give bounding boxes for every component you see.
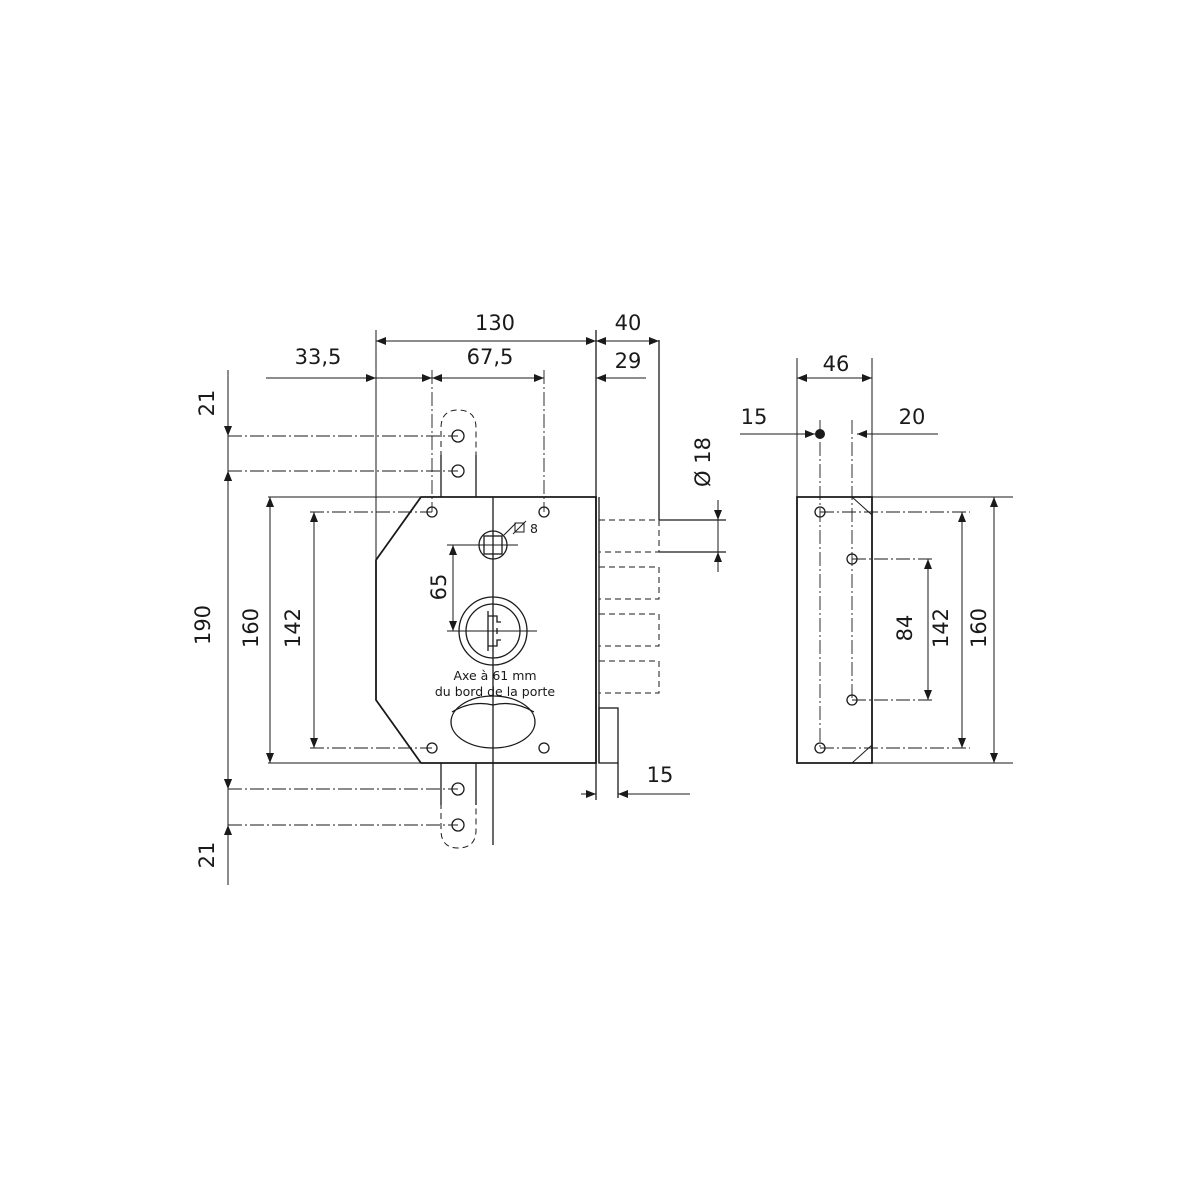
dim-side-160: 160	[967, 608, 991, 648]
dim-bolt-diameter: Ø 18	[691, 437, 715, 487]
top-tab-dashed	[440, 409, 477, 497]
dim-142: 142	[281, 608, 305, 648]
dim-15-faceplate: 15	[647, 763, 674, 787]
dim-160: 160	[239, 608, 263, 648]
dim-side-20: 20	[899, 405, 926, 429]
dim-29: 29	[615, 349, 642, 373]
dim-33-5: 33,5	[295, 345, 342, 369]
dim-65: 65	[427, 574, 451, 601]
oval-keyhole	[450, 695, 536, 749]
front-view: 8 Axe à 61 mm du bord de la porte	[191, 311, 726, 885]
axis-note-line2: du bord de la porte	[435, 684, 556, 699]
dim-190: 190	[191, 605, 215, 645]
cylinder-cam	[487, 611, 501, 651]
dim-side-142: 142	[929, 608, 953, 648]
side-plate-outline	[796, 496, 873, 764]
side-view: 46 15 20 84 142 160	[740, 352, 1013, 764]
axis-note-line1: Axe à 61 mm	[453, 668, 536, 683]
dim-side-46: 46	[823, 352, 850, 376]
dim-21-top: 21	[195, 390, 219, 417]
reference-dot	[815, 429, 825, 439]
dim-67-5: 67,5	[467, 345, 514, 369]
dim-21-bottom: 21	[195, 842, 219, 869]
latch-tongue	[598, 707, 619, 764]
dim-130: 130	[475, 311, 515, 335]
case-hole-bottom-right	[538, 742, 550, 754]
dim-side-15: 15	[741, 405, 768, 429]
square-size-label: 8	[530, 521, 538, 536]
dim-side-84: 84	[893, 615, 917, 642]
dim-40: 40	[615, 311, 642, 335]
diameter-square-icon	[512, 520, 527, 535]
bottom-tab-dashed	[440, 763, 477, 849]
dead-bolts	[598, 519, 660, 694]
lock-case-outline	[375, 496, 597, 764]
